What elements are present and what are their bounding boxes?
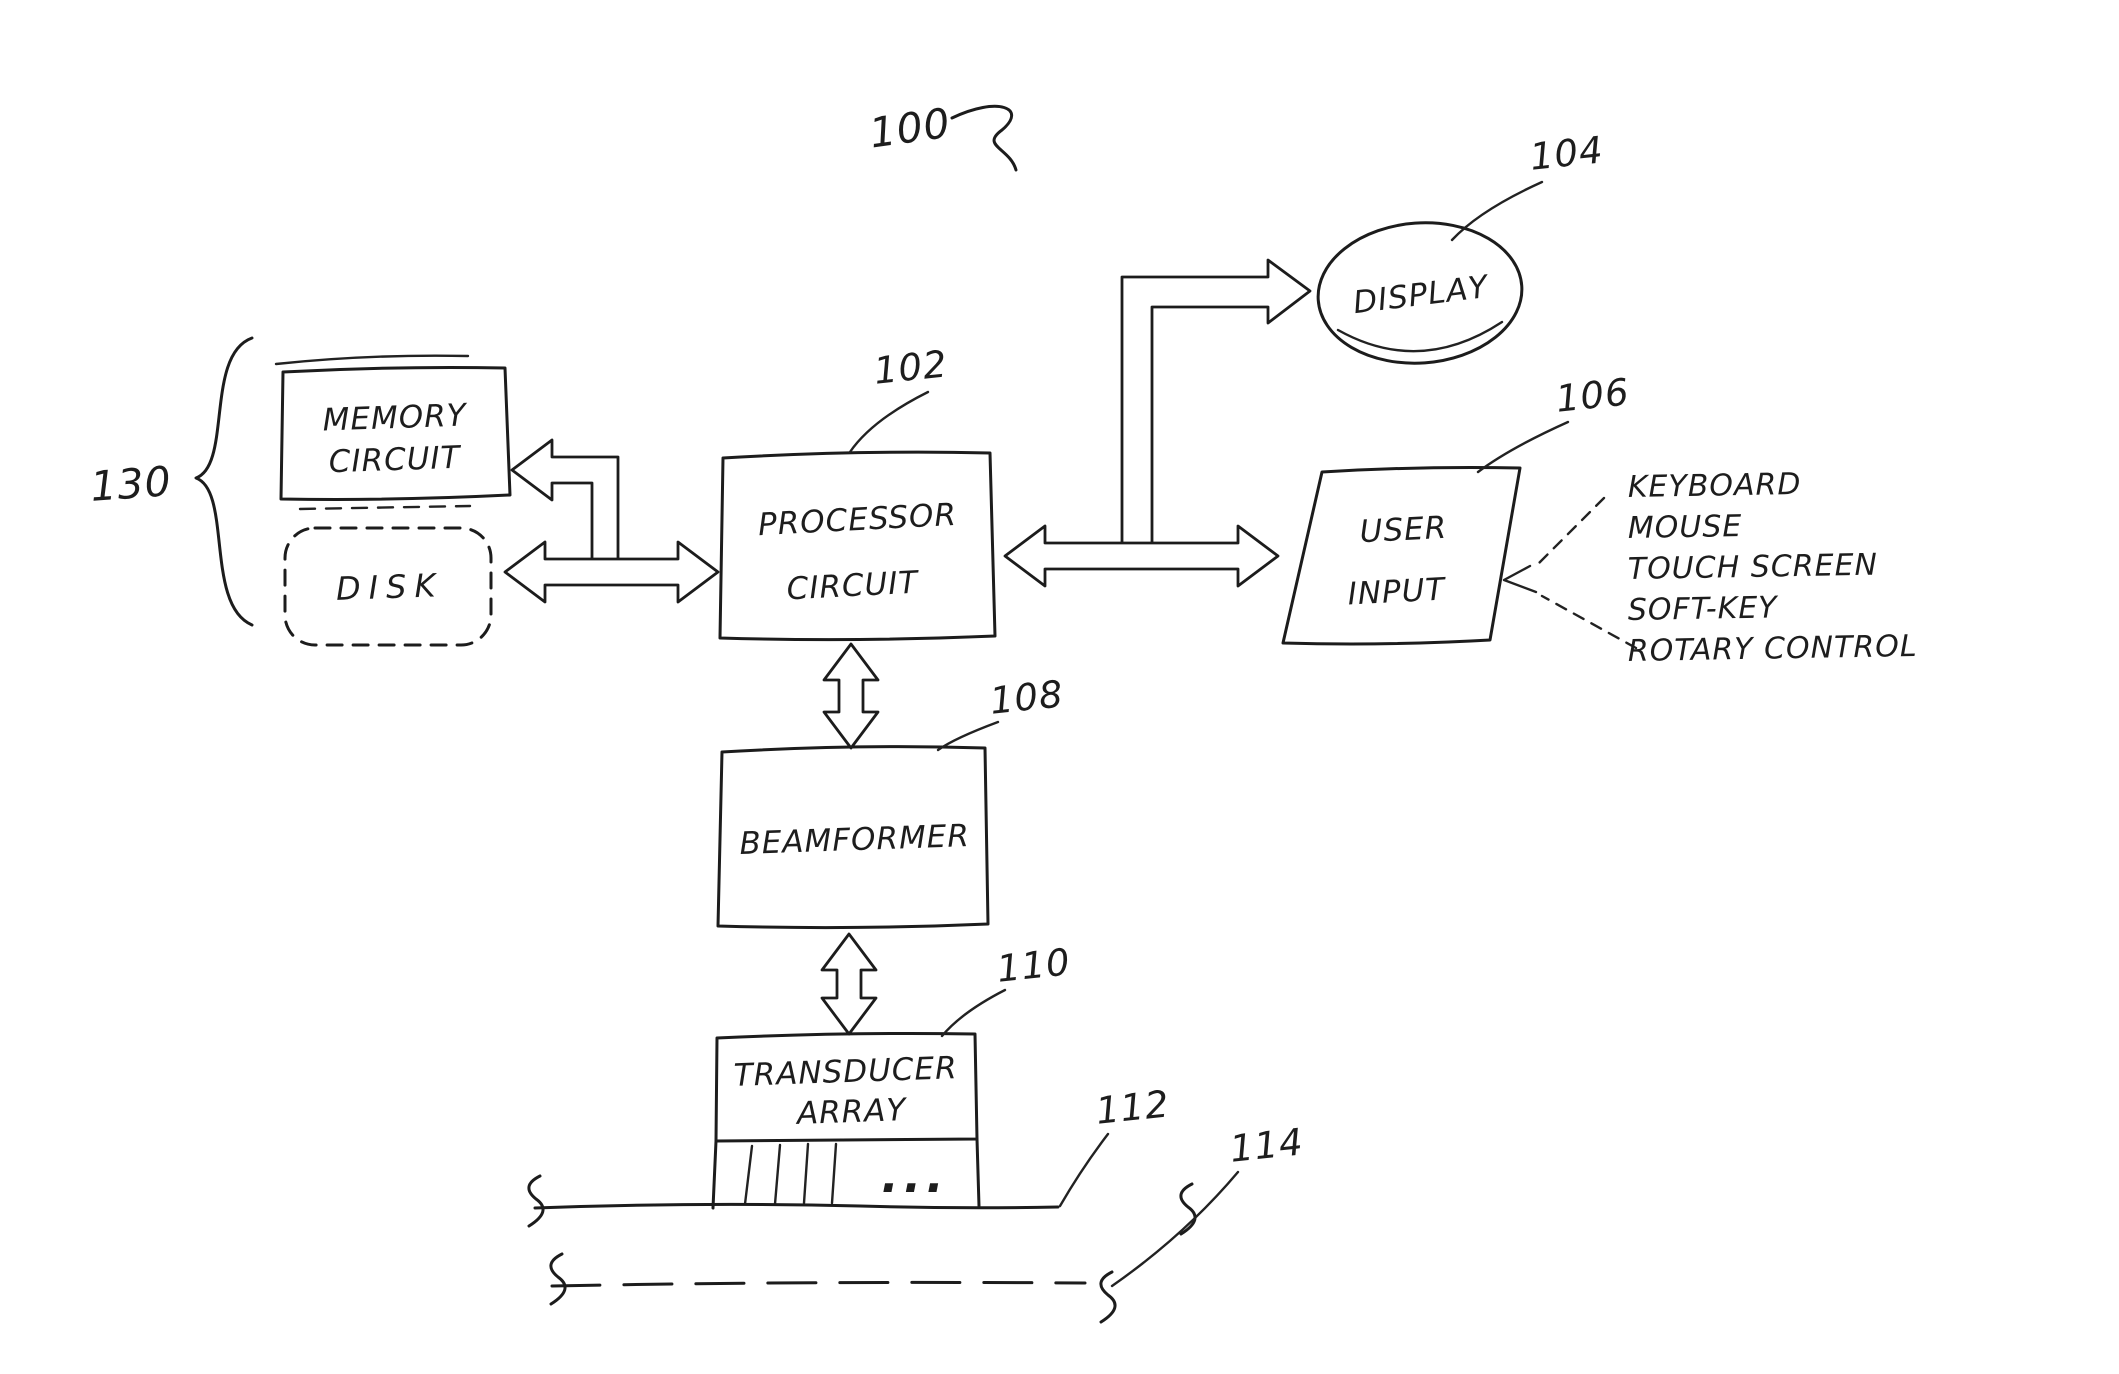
ref-100: 100 xyxy=(866,99,953,158)
user-input-parallelogram xyxy=(1281,466,1522,646)
beamformer-box xyxy=(716,745,990,930)
arrow-beamformer-transducer xyxy=(820,932,878,1036)
user-input-label-line1: USER xyxy=(1359,510,1448,551)
system-ref: 100 xyxy=(866,99,1018,172)
ref-108: 108 xyxy=(988,672,1066,722)
ref-114-leader xyxy=(1110,1170,1240,1288)
device-soft-key: SOFT-KEY xyxy=(1628,590,1780,628)
ref-108-leader xyxy=(936,720,1000,752)
memory-disk-divider xyxy=(298,504,472,511)
ref-102: 102 xyxy=(872,342,950,392)
transducer-elements-icon xyxy=(743,1142,838,1206)
user-input-label-line2: INPUT xyxy=(1347,571,1447,612)
ref-114: 114 xyxy=(1228,1120,1306,1170)
scan-surface: 112 114 xyxy=(527,1082,1306,1324)
device-rotary-control: ROTARY CONTROL xyxy=(1628,629,1918,669)
arrow-processor-userinput xyxy=(1003,524,1280,588)
memory-label-line1: MEMORY xyxy=(322,397,468,438)
processor-label-line1: PROCESSOR xyxy=(757,497,958,543)
display-ellipse xyxy=(1316,221,1524,365)
ref-104: 104 xyxy=(1528,128,1606,178)
transducer-ellipsis: ... xyxy=(881,1149,948,1203)
input-device-list: KEYBOARD MOUSE TOUCH SCREEN SOFT-KEY ROT… xyxy=(1502,467,1918,669)
memory-label-line2: CIRCUIT xyxy=(328,440,462,481)
ref-112-leader xyxy=(1058,1132,1110,1208)
surface-line xyxy=(533,1202,1060,1210)
device-pointer-lower xyxy=(1540,594,1638,650)
tissue-dashed-line xyxy=(550,1280,1087,1288)
disk-box xyxy=(283,526,493,647)
transducer-label-line2: ARRAY xyxy=(794,1092,908,1132)
ref-106-leader xyxy=(1476,420,1570,474)
processor-node: PROCESSOR CIRCUIT 102 xyxy=(718,342,997,642)
storage-group-brace xyxy=(194,336,254,627)
beamformer-node: BEAMFORMER 108 xyxy=(716,672,1066,930)
transducer-element-strip xyxy=(711,1137,981,1210)
storage-group: MEMORY CIRCUIT DISK 130 xyxy=(89,336,512,647)
memory-box-top-stroke xyxy=(274,354,470,366)
ref-104-leader xyxy=(1450,180,1544,242)
arrow-processor-display xyxy=(1120,258,1312,550)
arrow-memory-processor xyxy=(510,438,620,564)
tissue-break-squiggle-right-icon xyxy=(1099,1270,1117,1324)
device-pointer-upper xyxy=(1534,496,1606,568)
display-node: DISPLAY 104 xyxy=(1316,128,1606,365)
ref-100-squiggle-icon xyxy=(950,104,1018,172)
device-keyboard: KEYBOARD xyxy=(1628,467,1802,505)
arrow-processor-beamformer xyxy=(822,642,880,750)
ref-110: 110 xyxy=(995,940,1073,990)
transducer-node: ... TRANSDUCER ARRAY 110 xyxy=(711,940,1073,1210)
processor-box xyxy=(718,450,997,642)
memory-circuit-box xyxy=(279,366,512,501)
surface-break-squiggle-right-icon xyxy=(1179,1182,1197,1236)
processor-label-line2: CIRCUIT xyxy=(786,565,921,608)
transducer-label-line1: TRANSDUCER xyxy=(733,1050,958,1094)
ref-106: 106 xyxy=(1554,370,1632,420)
transducer-box xyxy=(714,1032,979,1143)
beamformer-label: BEAMFORMER xyxy=(739,818,971,862)
ref-112: 112 xyxy=(1094,1082,1172,1132)
tissue-break-squiggle-left-icon xyxy=(549,1252,567,1306)
display-label: DISPLAY xyxy=(1351,269,1491,321)
display-ellipse-overstroke xyxy=(1336,320,1504,353)
device-pointer-arrowhead-icon xyxy=(1502,564,1538,594)
device-touch-screen: TOUCH SCREEN xyxy=(1628,548,1879,587)
arrow-disk-processor xyxy=(503,540,720,604)
ref-130: 130 xyxy=(89,457,173,511)
device-mouse: MOUSE xyxy=(1628,509,1743,546)
surface-break-squiggle-left-icon xyxy=(527,1174,545,1228)
ref-102-leader xyxy=(848,390,930,454)
ref-110-leader xyxy=(940,988,1007,1038)
disk-label: DISK xyxy=(335,566,444,608)
user-input-node: USER INPUT 106 xyxy=(1281,370,1632,646)
